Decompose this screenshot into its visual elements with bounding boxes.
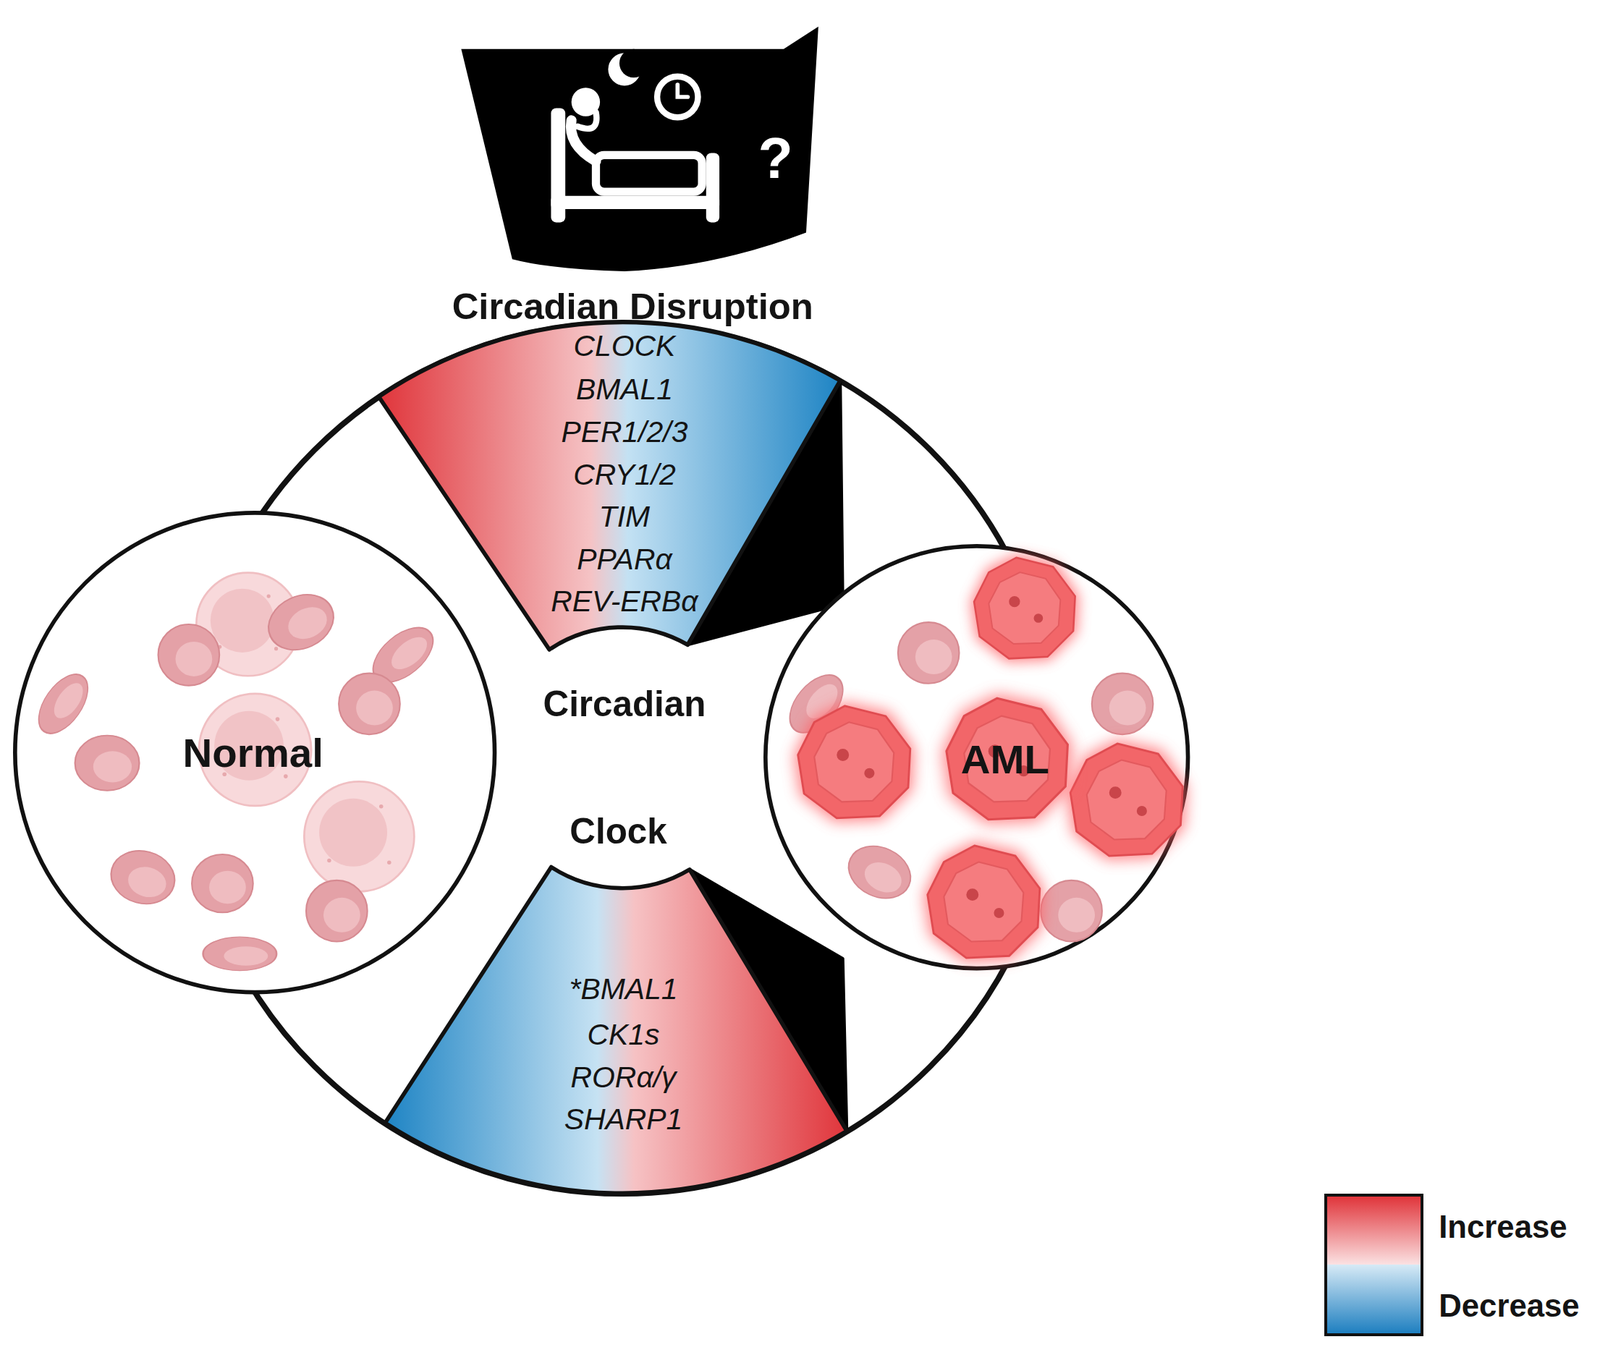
question-mark: ? [758, 125, 794, 192]
gene-name: *BMAL1 [470, 972, 777, 1007]
gene-name: CLOCK [471, 329, 778, 364]
bed-headboard [550, 107, 566, 223]
moon-symbol [607, 52, 641, 86]
node-outline-group [15, 513, 495, 993]
node-label: AML [851, 736, 1158, 784]
wedge-outline [384, 867, 847, 1195]
gene-name: CK1s [470, 1018, 777, 1053]
gene-name: SHARP1 [470, 1103, 777, 1138]
bed-footboard [706, 153, 720, 223]
bed-blanket [595, 154, 702, 192]
node-outline-group [378, 322, 843, 650]
gene-name: BMAL1 [471, 372, 778, 407]
section-heading: Circadian Disruption [346, 285, 919, 328]
legend-bar [1324, 1194, 1424, 1337]
moon-shadow [619, 49, 648, 78]
circle-outline [765, 545, 1189, 969]
person-arm [577, 112, 597, 129]
gene-wedge: *BMAL1CK1sRORα/γSHARP1 [373, 856, 866, 1200]
legend-swatch [1327, 1264, 1421, 1334]
wedge-outline [378, 322, 841, 650]
node-outline-group [765, 545, 1189, 969]
gene-name: RORα/γ [470, 1061, 777, 1096]
bed-base [550, 196, 720, 210]
legend-label: Increase [1438, 1209, 1567, 1246]
gene-name: TIM [471, 500, 778, 535]
gene-name: PPARα [471, 543, 778, 578]
person-head [571, 87, 600, 116]
circle-outline [15, 513, 495, 993]
node-label: Clock [455, 811, 782, 853]
legend-swatch [1327, 1196, 1421, 1266]
node-outline-group [384, 867, 847, 1195]
sample-circle: AML [763, 544, 1190, 971]
node-label: Circadian [460, 683, 788, 726]
legend-label: Decrease [1438, 1288, 1580, 1325]
banner-shape [460, 26, 819, 272]
sample-circle: Normal [13, 510, 497, 995]
node-label: Normal [99, 729, 406, 777]
clock-symbol [657, 76, 698, 118]
gene-name: REV-ERBα [471, 584, 778, 619]
person-body [570, 120, 597, 161]
gene-name: PER1/2/3 [471, 415, 778, 450]
clock-hands [677, 84, 688, 97]
gene-name: CRY1/2 [471, 458, 778, 493]
